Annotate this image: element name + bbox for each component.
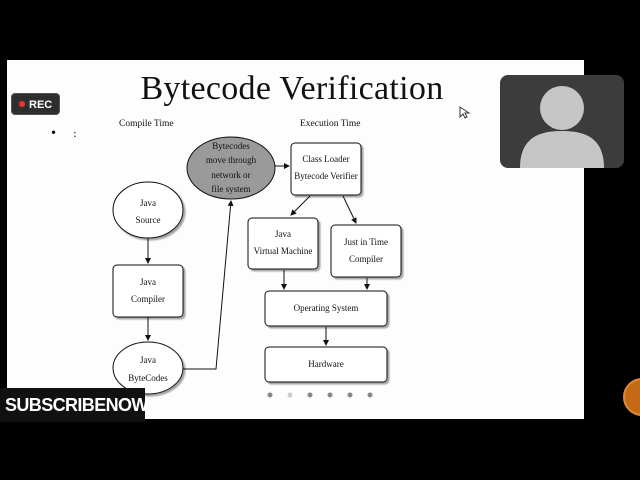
java-compiler-node: Java Compiler (112, 264, 184, 318)
jit-node: Just in Time Compiler (330, 224, 402, 278)
record-dot-icon (19, 101, 25, 107)
class-loader-line2: Bytecode Verifier (294, 171, 358, 181)
compile-time-label: Compile Time (119, 119, 174, 129)
arrow-bytecodes-to-network (183, 200, 234, 370)
java-bytecodes-line2: ByteCodes (128, 373, 168, 383)
network-line4: file system (211, 184, 250, 194)
jvm-node: Java Virtual Machine (247, 217, 319, 270)
network-line1: Bytecodes (212, 141, 250, 151)
execution-time-label: Execution Time (300, 119, 361, 129)
java-source-node: Java Source (112, 181, 184, 239)
user-avatar-icon (520, 86, 604, 168)
arrow-loader-to-jvm (290, 195, 311, 216)
java-compiler-line2: Compiler (131, 294, 165, 304)
java-compiler-line1: Java (140, 277, 156, 287)
network-line2: move through (206, 155, 257, 165)
webcam-preview[interactable] (500, 75, 624, 168)
jvm-line1: Java (275, 229, 291, 239)
jit-line2: Compiler (349, 254, 383, 264)
java-source-line1: Java (140, 198, 156, 208)
slide-title: Bytecode Verification (140, 70, 444, 107)
jit-line1: Just in Time (344, 237, 388, 247)
arrow-loader-to-jit (342, 195, 357, 224)
java-bytecodes-line1: Java (140, 355, 156, 365)
class-loader-line1: Class Loader (302, 154, 349, 164)
hardware-label: Hardware (308, 359, 343, 369)
slide-page-dots[interactable] (267, 392, 373, 398)
diagram-arrows (145, 163, 370, 370)
hardware-node: Hardware (264, 346, 388, 383)
rec-label: REC (29, 99, 53, 111)
os-label: Operating System (294, 303, 359, 313)
jvm-line2: Virtual Machine (254, 246, 313, 256)
class-loader-node: Class Loader Bytecode Verifier (290, 142, 362, 196)
os-node: Operating System (264, 290, 388, 327)
mouse-pointer-icon (459, 106, 471, 119)
rec-indicator[interactable]: REC (11, 93, 60, 115)
network-line3: network or (211, 170, 250, 180)
network-node: Bytecodes move through network or file s… (186, 136, 276, 200)
bullet-text: : (73, 127, 77, 140)
java-source-line2: Source (136, 215, 161, 225)
subscribe-banner[interactable]: SUBSCRIBENOW (0, 388, 148, 422)
java-bytecodes-node: Java ByteCodes (112, 341, 184, 395)
bullet-point: • (50, 126, 58, 140)
